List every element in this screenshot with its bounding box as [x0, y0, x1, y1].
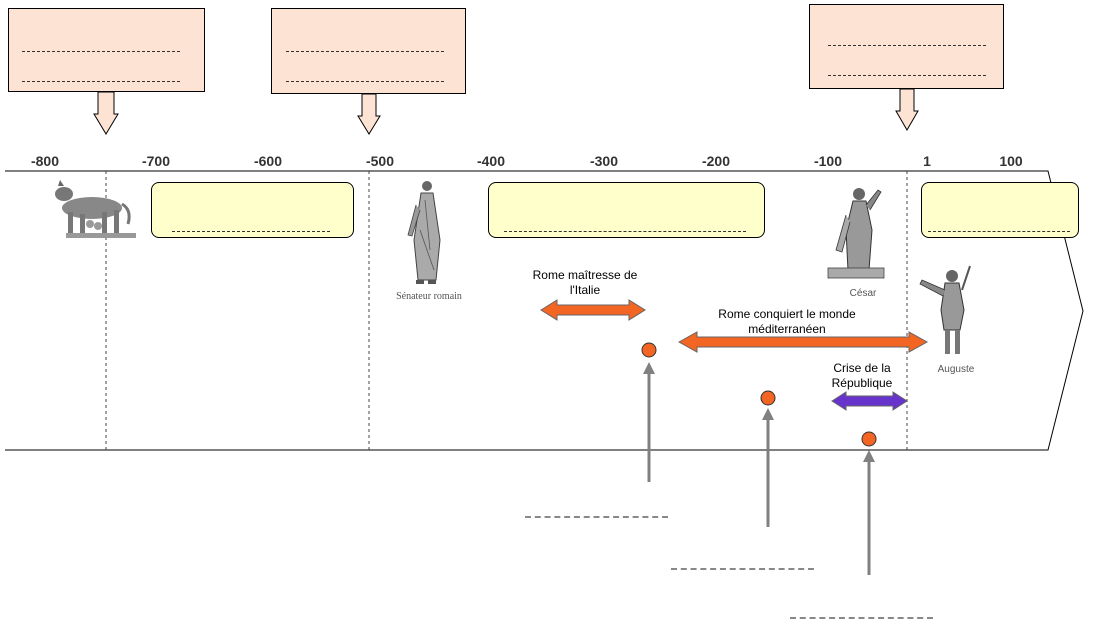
senator-caption: Sénateur romain [396, 291, 462, 302]
period-arrow-mediterranean [677, 331, 929, 353]
period-arrow-italy [540, 299, 646, 321]
tick-label: -700 [141, 153, 171, 169]
callout-arrow-3 [895, 88, 919, 131]
tick-label: -600 [253, 153, 283, 169]
caesar-caption: César [849, 288, 877, 299]
period-box-1 [151, 182, 354, 238]
answer-blank[interactable] [286, 81, 444, 82]
tick-label: -500 [365, 153, 395, 169]
answer-line-2[interactable] [671, 568, 814, 570]
tick-label: -100 [813, 153, 843, 169]
augustus-caption: Auguste [937, 364, 975, 375]
callout-arrow-2 [357, 93, 381, 135]
answer-blank[interactable] [828, 75, 986, 76]
capitoline-wolf-icon [55, 180, 136, 238]
period-arrow-crisis [831, 391, 908, 411]
tick-label: -200 [701, 153, 731, 169]
timeline-band-outline [5, 170, 1084, 451]
period-label-crisis: Crise de la République [831, 361, 893, 390]
callout-box-2 [271, 8, 466, 94]
period-box-2 [488, 182, 765, 238]
tick-label: -800 [30, 153, 60, 169]
tick-label: 1 [923, 153, 931, 169]
period-label-mediterranean: Rome conquiert le monde méditerranéen [718, 307, 856, 336]
answer-blank[interactable] [504, 231, 746, 232]
senator-icon [407, 181, 441, 284]
answer-blank[interactable] [22, 81, 180, 82]
answer-blank[interactable] [828, 45, 986, 46]
caesar-icon [827, 188, 885, 279]
answer-line-3[interactable] [790, 617, 933, 619]
tick-label: -400 [476, 153, 506, 169]
callout-box-1 [8, 8, 205, 92]
answer-blank[interactable] [22, 51, 180, 52]
event-dot-1 [641, 342, 657, 358]
answer-blank[interactable] [928, 231, 1070, 232]
period-box-3 [921, 182, 1079, 238]
event-dot-3 [861, 431, 877, 447]
period-label-italy: Rome maîtresse de l'Italie [532, 268, 638, 297]
answer-blank[interactable] [286, 51, 444, 52]
answer-blank[interactable] [172, 231, 330, 232]
event-dot-2 [760, 390, 776, 406]
tick-label: -300 [589, 153, 619, 169]
tick-label: 100 [999, 153, 1023, 169]
augustus-icon [919, 265, 971, 354]
answer-line-1[interactable] [525, 516, 668, 518]
callout-arrow-1 [93, 91, 119, 135]
